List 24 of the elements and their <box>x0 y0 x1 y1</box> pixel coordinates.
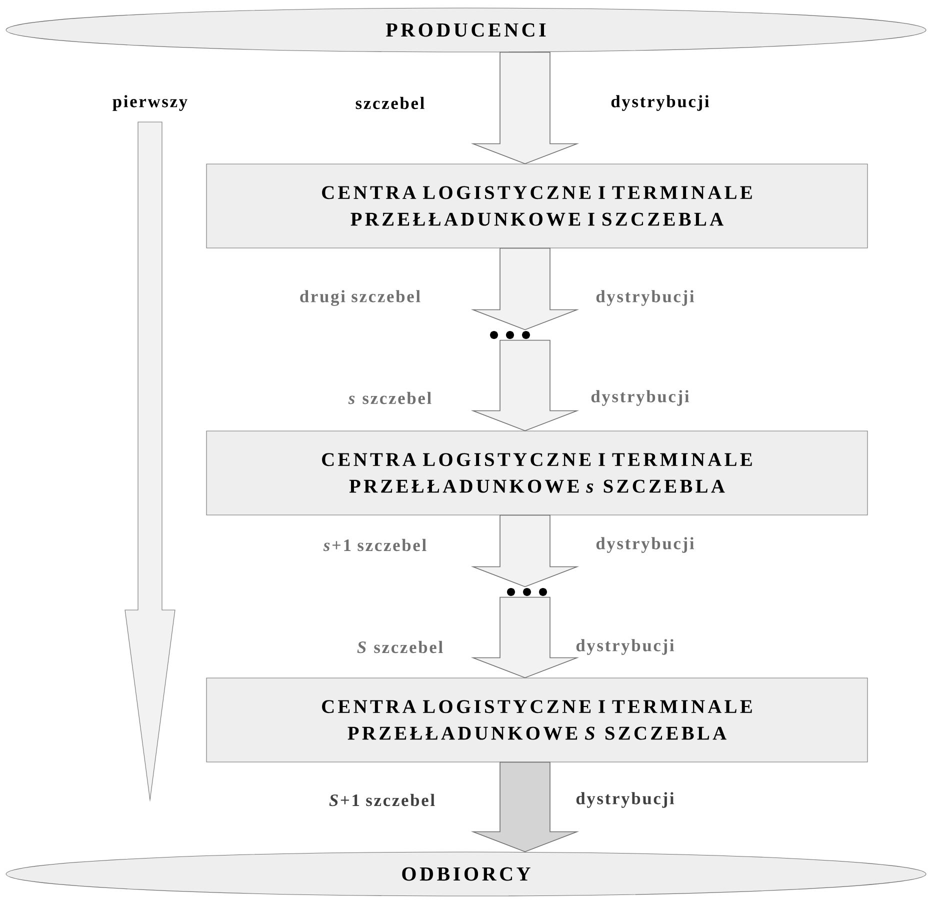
distribution-level-label: S szczebel <box>357 640 443 654</box>
distribution-level-label: pierwszy <box>112 95 188 111</box>
block-arrow <box>470 52 580 164</box>
distribution-level-label: dystrybucji <box>611 95 710 111</box>
distribution-level-label: szczebel <box>356 96 424 110</box>
process-box: CENTRA LOGISTYCZNE I TERMINALE PRZEŁŁADUNKOWE I SZCZEBLA <box>206 164 868 248</box>
distribution-level-label: dystrybucji <box>591 390 690 406</box>
distribution-level-label: dystrybucji <box>596 290 694 306</box>
block-arrow <box>470 596 580 678</box>
distribution-level-label: drugi szczebel <box>300 290 420 306</box>
ellipsis-dots <box>490 331 530 339</box>
distribution-level-label: dystrybucji <box>576 639 674 655</box>
distribution-level-label: s szczebel <box>348 392 432 404</box>
distribution-level-label: dystrybucji <box>576 792 674 808</box>
block-arrow <box>470 248 580 330</box>
distribution-level-label: S+1 szczebel <box>329 794 435 806</box>
block-arrow <box>470 340 580 432</box>
distribution-level-label: dystrybucji <box>596 537 694 553</box>
block-arrow <box>470 514 580 588</box>
block-arrow <box>470 762 580 852</box>
process-box: CENTRA LOGISTYCZNE I TERMINALE PRZEŁŁADUNKOWE s SZCZEBLA <box>206 430 868 516</box>
process-box: CENTRA LOGISTYCZNE I TERMINALE PRZEŁŁADUNKOWE S SZCZEBLA <box>206 678 868 762</box>
distribution-level-label: s+1 szczebel <box>323 538 426 552</box>
ellipsis-dots <box>507 588 547 596</box>
